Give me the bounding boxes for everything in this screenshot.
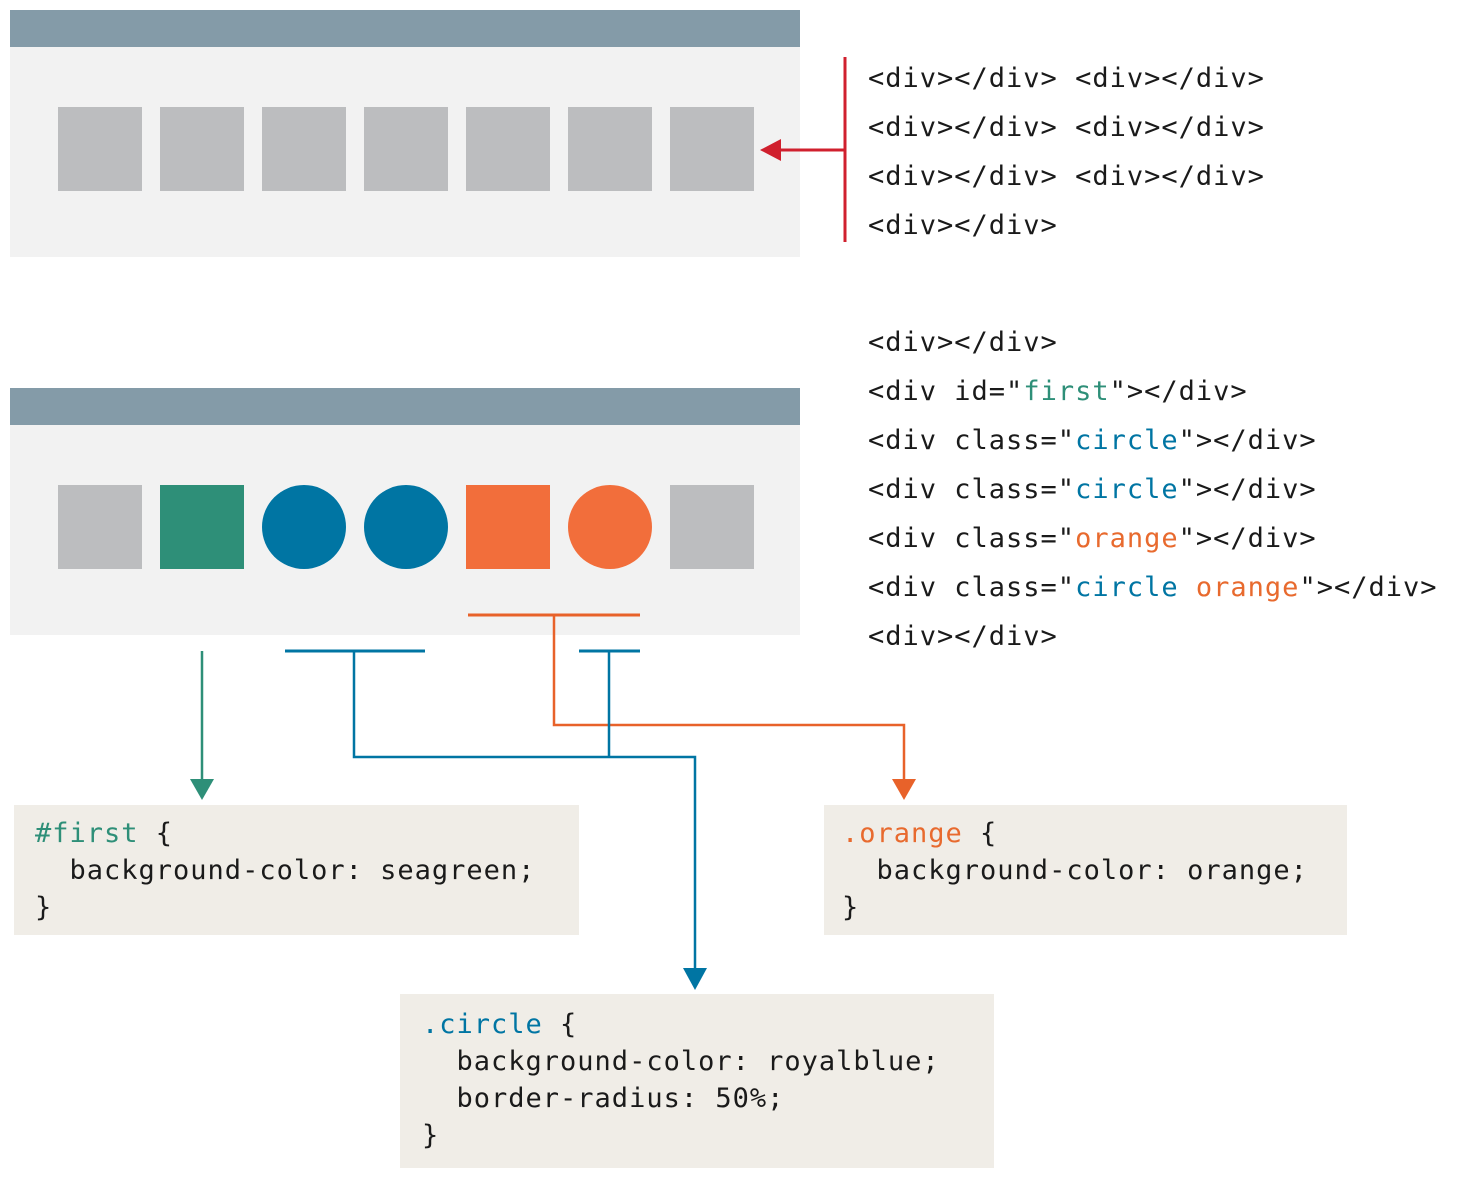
- css-brace: }: [35, 892, 53, 923]
- code-text: "></div>: [1178, 523, 1317, 554]
- plain-div-box: [466, 107, 550, 191]
- plain-div-box: [160, 107, 244, 191]
- top-code-line: <div></div> <div></div>: [868, 161, 1265, 192]
- circle-orange-shape: [568, 485, 652, 569]
- bottom-browser-window: [10, 388, 800, 635]
- css-brace: }: [842, 892, 860, 923]
- bottom-window-titlebar: [10, 388, 800, 425]
- green-arrow-head: [190, 779, 214, 800]
- orange-connector-path: [552, 615, 906, 782]
- orange-arrow-head: [892, 779, 916, 800]
- bottom-code-line: <div class="circle"></div>: [868, 425, 1317, 456]
- bottom-code-line: <div id="first"></div>: [868, 376, 1248, 407]
- class-value-circle: circle: [1075, 572, 1179, 603]
- red-arrow-head: [760, 139, 781, 161]
- code-text: "></div>: [1299, 572, 1438, 603]
- css-declaration: background-color: orange;: [842, 855, 1308, 886]
- bottom-code-line: <div></div>: [868, 621, 1058, 652]
- css-brace: {: [542, 1009, 578, 1040]
- code-text: "></div>: [1109, 376, 1248, 407]
- class-value-circle: circle: [1075, 474, 1179, 505]
- code-text: <div class=": [868, 523, 1076, 554]
- css-rule-first: #first { background-color: seagreen; }: [14, 805, 579, 935]
- code-text: <div class=": [868, 572, 1076, 603]
- bottom-code-line: <div class="orange"></div>: [868, 523, 1317, 554]
- bottom-code-line: <div></div>: [868, 327, 1058, 358]
- plain-div-box: [262, 107, 346, 191]
- css-brace: {: [138, 818, 174, 849]
- id-value-first: first: [1023, 376, 1110, 407]
- plain-div-box: [364, 107, 448, 191]
- class-value-orange: orange: [1195, 572, 1300, 603]
- css-declaration: background-color: seagreen;: [35, 855, 536, 886]
- plain-div-box: [58, 107, 142, 191]
- css-brace: }: [422, 1120, 440, 1151]
- css-selector: .orange: [842, 818, 963, 849]
- code-text: <div class=": [868, 425, 1076, 456]
- plain-div-box: [670, 107, 754, 191]
- bottom-code-line: <div class="circle orange"></div>: [868, 572, 1437, 603]
- top-window-titlebar: [10, 10, 800, 47]
- top-browser-window: [10, 10, 800, 257]
- plain-div-box: [670, 485, 754, 569]
- css-rule-circle: .circle { background-color: royalblue; b…: [400, 994, 994, 1168]
- css-rule-body: .circle { background-color: royalblue; b…: [422, 1006, 940, 1154]
- orange-box: [466, 485, 550, 569]
- circle-blue-shape: [364, 485, 448, 569]
- plain-div-box: [568, 107, 652, 191]
- bottom-code-line: <div class="circle"></div>: [868, 474, 1317, 505]
- css-rule-body: .orange { background-color: orange; }: [842, 815, 1308, 926]
- css-rule-body: #first { background-color: seagreen; }: [35, 815, 535, 926]
- css-selector: .circle: [422, 1009, 543, 1040]
- css-rule-orange: .orange { background-color: orange; }: [824, 805, 1347, 935]
- code-text: <div id=": [868, 376, 1024, 407]
- blue-arrow-head: [683, 968, 707, 990]
- code-text: "></div>: [1178, 425, 1317, 456]
- top-code-line: <div></div>: [868, 210, 1058, 241]
- plain-div-box: [58, 485, 142, 569]
- css-declaration: border-radius: 50%;: [422, 1083, 785, 1114]
- class-value-circle: circle: [1075, 425, 1179, 456]
- code-text: "></div>: [1178, 474, 1317, 505]
- css-selector: #first: [35, 818, 139, 849]
- css-declaration: background-color: royalblue;: [422, 1046, 940, 1077]
- first-seagreen-box: [160, 485, 244, 569]
- code-text: <div class=": [868, 474, 1076, 505]
- top-code-line: <div></div> <div></div>: [868, 112, 1265, 143]
- class-value-orange: orange: [1075, 523, 1179, 554]
- blue-connector-path: [352, 651, 697, 970]
- css-brace: {: [962, 818, 998, 849]
- circle-blue-shape: [262, 485, 346, 569]
- top-code-line: <div></div> <div></div>: [868, 63, 1265, 94]
